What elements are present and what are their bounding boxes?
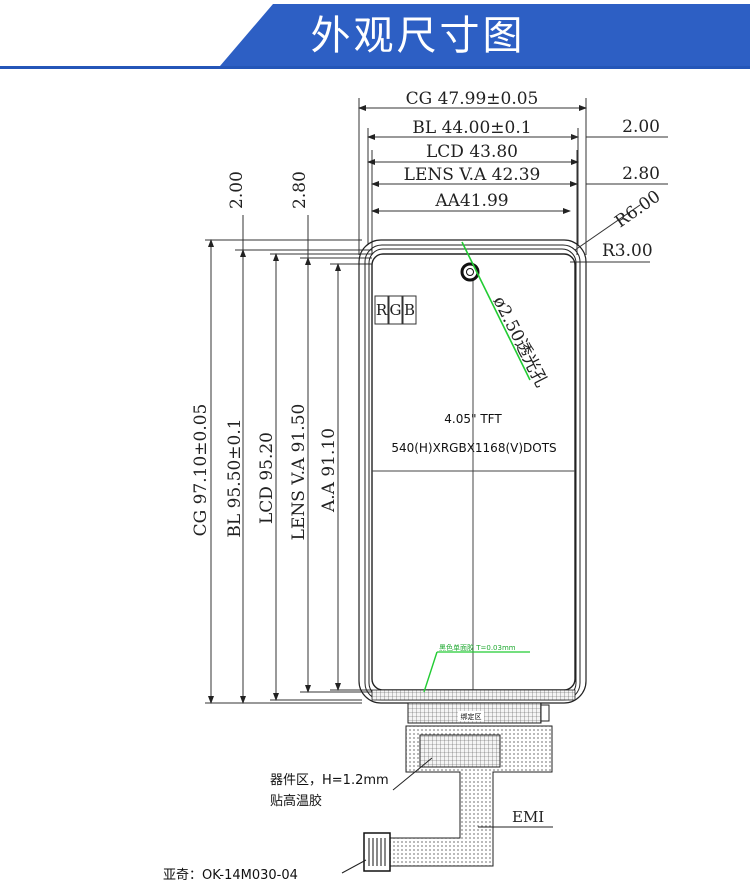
header-rule [0,66,750,69]
center-guides [372,275,575,690]
light-hole-icon [460,262,480,282]
hole-label: ø2.50透光孔 [489,293,552,390]
header-banner [220,4,750,66]
part-number: 亚奇：ΟK-14M030-04 [163,867,298,883]
hole-leader [461,241,531,381]
radius-inner-label: R3.00 [602,241,653,261]
rgb-g: G [390,301,402,319]
rgb-r: R [376,301,388,319]
component-area [419,734,501,768]
cg-width-label: CG 47.99±0.05 [406,89,539,109]
cg-height-label: CG 97.10±0.05 [191,404,211,537]
page-title: 外观尺寸图 [310,13,526,59]
aa-width-label: AA41.99 [434,191,508,211]
tape-label: 贴高温胶 [270,793,322,809]
component-label: 器件区，H=1.2mm [270,773,389,788]
radius-outer-label: R6.00 [611,187,664,232]
left-offset-a-label: 2.00 [227,171,247,209]
bl-width-label: BL 44.00±0.1 [412,118,531,138]
size-label: 4.05" TFT [444,412,502,426]
tape-note: 黑色单面胶 T=0.03mm [439,643,516,652]
emi-label: EMI [512,808,544,826]
dots-label: 540(H)XRGBX1168(V)DOTS [391,441,556,455]
right-offset-lens-label: 2.80 [622,164,660,184]
top-dimension-lines [358,98,668,263]
bl-height-label: BL 95.50±0.1 [225,418,245,537]
rgb-cells [374,295,417,325]
bond-label: 绑定区 [461,712,482,721]
aa-height-label: A.A 91.10 [319,428,339,513]
lens-height-label: LENS V.A 91.50 [289,404,309,541]
right-offset-top-label: 2.00 [622,117,660,137]
left-dimension-lines [205,215,372,704]
lens-width-label: LENS V.A 42.39 [404,165,541,185]
rgb-b: B [404,301,415,319]
left-offset-b-label: 2.80 [290,171,310,209]
tape-leader [423,651,438,693]
lcd-width-label: LCD 43.80 [426,142,518,162]
lcd-height-label: LCD 95.20 [257,432,277,524]
tape-band [371,689,576,701]
